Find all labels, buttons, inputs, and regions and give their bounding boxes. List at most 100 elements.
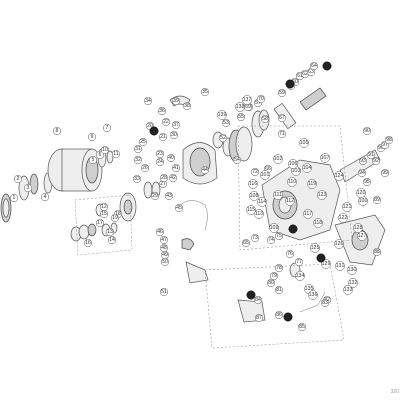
- part-callout-43: 43: [164, 191, 174, 201]
- svg-text:54: 54: [234, 157, 240, 163]
- reel-body: [261, 149, 386, 266]
- part-callout-104: 104: [302, 163, 312, 173]
- svg-text:102: 102: [274, 156, 283, 162]
- part-callout-19: 19: [110, 213, 120, 223]
- svg-text:124: 124: [335, 173, 344, 179]
- svg-text:3: 3: [27, 185, 30, 191]
- svg-text:61: 61: [297, 73, 303, 79]
- part-callout-121: 121: [342, 202, 352, 212]
- part-callout-94: 94: [357, 168, 367, 178]
- highlight-marker-3: [288, 224, 298, 234]
- part-callout-51: 51: [159, 287, 169, 297]
- svg-text:79: 79: [271, 273, 277, 279]
- part-callout-119: 119: [307, 179, 317, 189]
- svg-text:8: 8: [56, 128, 59, 134]
- svg-text:134: 134: [296, 273, 305, 279]
- svg-text:84: 84: [255, 297, 261, 303]
- svg-text:36: 36: [159, 108, 165, 114]
- svg-text:15: 15: [101, 211, 107, 217]
- part-callout-77: 77: [294, 257, 304, 267]
- svg-text:21: 21: [160, 134, 166, 140]
- svg-text:49: 49: [162, 252, 168, 258]
- svg-text:18: 18: [115, 211, 121, 217]
- part-callout-37: 37: [171, 120, 181, 130]
- part-callout-54: 54: [232, 155, 242, 165]
- part-callout-113: 113: [254, 209, 264, 219]
- svg-text:123: 123: [318, 192, 327, 198]
- part-callout-40: 40: [166, 153, 176, 163]
- svg-text:132: 132: [349, 280, 358, 286]
- part-callout-83: 83: [320, 298, 330, 308]
- part-callout-71: 71: [277, 129, 287, 139]
- part-callout-131: 131: [335, 261, 345, 271]
- part-callout-111: 111: [273, 190, 283, 200]
- part-callout-133: 133: [343, 285, 353, 295]
- svg-text:112: 112: [286, 198, 294, 204]
- svg-text:34: 34: [145, 98, 151, 104]
- part-callout-45: 45: [174, 203, 184, 213]
- part-callout-52: 52: [218, 133, 228, 143]
- svg-text:5: 5: [92, 157, 95, 163]
- svg-text:27: 27: [160, 181, 166, 187]
- svg-text:51: 51: [161, 289, 167, 295]
- part-callout-72: 72: [250, 167, 260, 177]
- svg-text:1: 1: [13, 195, 16, 201]
- part-callout-7: 7: [102, 123, 112, 133]
- part-callout-136: 136: [308, 290, 318, 300]
- part-callout-53: 53: [221, 118, 231, 128]
- svg-text:25: 25: [140, 139, 146, 145]
- svg-text:95: 95: [364, 179, 370, 185]
- svg-text:85: 85: [299, 324, 305, 330]
- svg-text:100: 100: [359, 198, 368, 204]
- svg-text:107: 107: [321, 155, 330, 161]
- part-callout-102: 102: [273, 154, 283, 164]
- part-callout-38: 38: [182, 101, 192, 111]
- svg-text:108: 108: [250, 193, 259, 199]
- svg-text:30: 30: [171, 132, 177, 138]
- part-callout-12: 12: [99, 202, 109, 212]
- svg-text:119: 119: [308, 181, 316, 187]
- svg-text:4: 4: [44, 194, 47, 200]
- svg-text:87: 87: [256, 315, 262, 321]
- svg-text:118: 118: [314, 220, 322, 226]
- svg-text:67: 67: [279, 115, 285, 121]
- svg-text:39: 39: [173, 98, 179, 104]
- part-callout-1: 1: [9, 193, 19, 203]
- part-callout-55: 55: [236, 112, 246, 122]
- svg-text:96: 96: [378, 145, 384, 151]
- svg-text:47: 47: [161, 237, 167, 243]
- svg-text:98: 98: [386, 137, 392, 143]
- part-callout-11: 11: [111, 149, 121, 159]
- part-callout-31: 31: [133, 144, 143, 154]
- highlight-marker-4: [316, 253, 326, 263]
- svg-text:81: 81: [276, 287, 282, 293]
- part-callout-50: 50: [160, 257, 170, 267]
- part-callout-118: 118: [313, 218, 323, 228]
- svg-text:129: 129: [322, 261, 331, 267]
- svg-text:104: 104: [303, 165, 312, 171]
- svg-text:103: 103: [292, 168, 301, 174]
- highlight-marker-2: [322, 61, 332, 71]
- svg-text:31: 31: [135, 146, 141, 152]
- svg-text:63: 63: [308, 69, 314, 75]
- svg-text:48: 48: [161, 245, 167, 251]
- part-callout-89: 89: [372, 195, 382, 205]
- svg-text:53: 53: [223, 120, 229, 126]
- part-callout-127: 127: [357, 231, 367, 241]
- svg-text:80: 80: [268, 280, 274, 286]
- part-callout-14: 14: [107, 235, 117, 245]
- svg-text:16: 16: [85, 240, 91, 246]
- part-callout-81: 81: [274, 285, 284, 295]
- part-callout-44: 44: [200, 165, 210, 175]
- part-callout-138: 138: [235, 102, 245, 112]
- svg-text:28: 28: [161, 175, 167, 181]
- svg-text:43: 43: [166, 193, 172, 199]
- svg-text:32: 32: [135, 157, 141, 163]
- svg-text:37: 37: [173, 122, 179, 128]
- svg-text:40: 40: [168, 155, 174, 161]
- svg-text:71: 71: [279, 131, 285, 137]
- part-callout-58: 58: [260, 114, 270, 124]
- part-callout-74: 74: [266, 235, 276, 245]
- part-callout-110: 110: [287, 177, 297, 187]
